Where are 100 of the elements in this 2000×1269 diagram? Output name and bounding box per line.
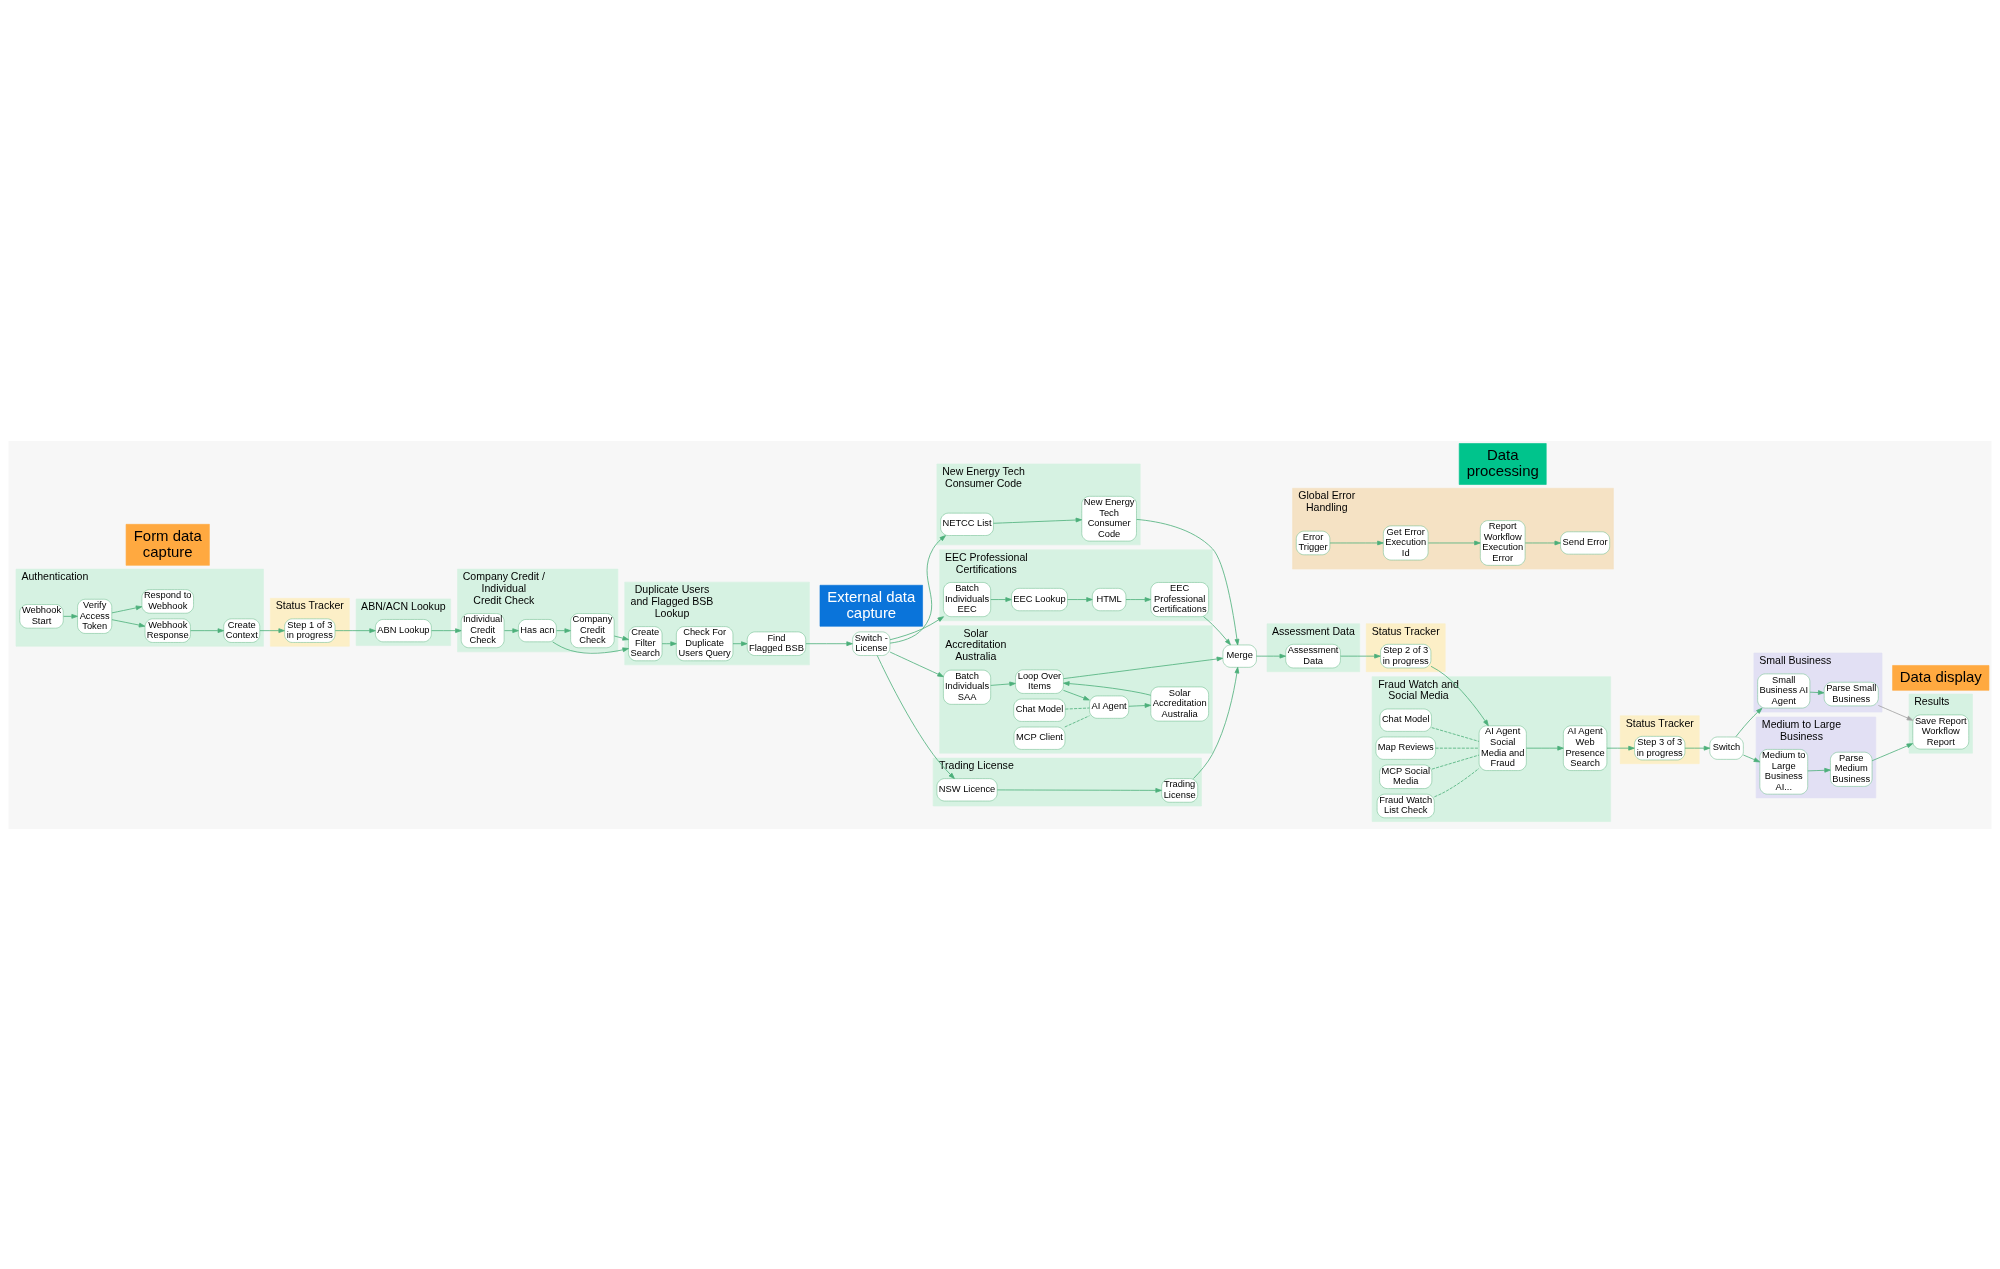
arrow	[661, 640, 677, 646]
node-box: Small Business AI Agent	[1757, 673, 1811, 708]
node-box: Webhook Response	[144, 618, 191, 643]
arrow	[556, 627, 571, 633]
arrow	[889, 615, 944, 640]
node-box: New Energy Tech Consumer Code	[1081, 495, 1137, 541]
node-box: Merge	[1222, 644, 1257, 668]
node-box: Fraud Watch List Check	[1376, 793, 1435, 818]
node-box: Save Report Workflow Report	[1912, 714, 1970, 749]
arrow	[990, 681, 1016, 686]
arrow	[1606, 745, 1635, 751]
node-box: EEC Professional Certifications	[1150, 581, 1209, 617]
arrow	[1063, 680, 1152, 696]
node-box: Step 1 of 3 in progress	[284, 618, 336, 643]
arrow	[876, 654, 955, 779]
arrow	[1427, 540, 1481, 545]
arrow	[990, 596, 1012, 602]
connector	[1434, 767, 1480, 797]
connector	[1431, 726, 1480, 742]
arrow	[1329, 540, 1384, 545]
connector	[1431, 754, 1480, 769]
node-box: Step 2 of 3 in progress	[1380, 643, 1432, 668]
node-box: Send Error	[1560, 530, 1610, 554]
arrow	[1807, 767, 1831, 773]
node-box: Has acn	[518, 618, 557, 642]
connector	[1064, 707, 1090, 709]
node-box: Individual Credit Check	[460, 612, 505, 648]
node-box: AI Agent	[1089, 695, 1129, 719]
node-box: Webhook Start	[19, 603, 64, 628]
arrow	[190, 627, 225, 633]
node-box: Chat Model	[1013, 698, 1066, 722]
node-box: Parse Medium Business	[1830, 751, 1873, 787]
arrow	[889, 534, 946, 644]
arrow	[1524, 540, 1561, 545]
node-box: Trading License	[1161, 777, 1199, 803]
arrow	[63, 613, 78, 619]
node-box: Company Credit Check	[570, 612, 615, 648]
node-box: Create Context	[223, 618, 261, 643]
node-box: MCP Client	[1013, 726, 1066, 750]
node-box: Switch	[1709, 736, 1744, 760]
arrow	[1063, 689, 1090, 700]
arrow	[1430, 665, 1489, 726]
node-box: Data display	[1892, 664, 1990, 691]
arrow	[1684, 745, 1711, 751]
node-box: Loop Over Items	[1015, 669, 1064, 694]
node-box: Form data capture	[125, 523, 210, 566]
arrow	[1877, 704, 1914, 721]
arrow	[1063, 656, 1224, 679]
arrow	[504, 627, 519, 633]
node-box: Batch Individuals EEC	[943, 581, 991, 617]
node-box: Create Filter Search	[628, 625, 663, 661]
node-box: Assessment Data	[1285, 643, 1341, 668]
connector	[1435, 747, 1480, 749]
node-box: Parse Small Business	[1823, 681, 1879, 706]
node-box: NSW Licence	[936, 777, 998, 801]
node-box: Medium to Large Business AI...	[1759, 748, 1808, 794]
node-box: MCP Social Media	[1379, 764, 1433, 789]
node-box: Error Trigger	[1296, 530, 1331, 555]
node-box: Report Workflow Execution Error	[1480, 519, 1526, 566]
arrow	[889, 651, 944, 677]
node-box: Chat Model	[1379, 708, 1432, 732]
node-box: AI Agent Web Presence Search	[1563, 724, 1608, 771]
connector	[1064, 714, 1090, 727]
node-box: EEC Lookup	[1011, 587, 1068, 611]
node-box: Find Flagged BSB	[746, 631, 806, 656]
arrow	[1735, 707, 1763, 737]
node-box: HTML	[1092, 587, 1127, 611]
node-box: Respond to Webhook	[141, 588, 194, 614]
arrow	[259, 627, 285, 633]
node-box: ABN Lookup	[375, 618, 432, 642]
arrow	[1871, 742, 1914, 761]
arrow	[1136, 518, 1240, 645]
node-box: Step 3 of 3 in progress	[1634, 735, 1686, 760]
arrow	[1340, 653, 1381, 658]
node-box: AI Agent Social Media and Fraud	[1478, 724, 1527, 771]
node-box: Switch - License	[852, 631, 891, 656]
node-box: NETCC List	[940, 512, 994, 536]
arrow	[1128, 702, 1152, 708]
node-box: Get Error Execution Id	[1383, 525, 1429, 560]
arrow	[805, 640, 853, 646]
arrow	[1125, 596, 1152, 602]
node-box: Batch Individuals SAA	[943, 669, 991, 705]
arrow	[1525, 745, 1564, 751]
arrow	[111, 618, 146, 627]
arrow	[732, 640, 748, 646]
node-box: Map Reviews	[1375, 736, 1436, 760]
arrow	[996, 787, 1162, 793]
arrow	[431, 627, 462, 633]
node-box: Verify Access Token	[77, 598, 113, 634]
arrow	[111, 605, 143, 613]
node-box: Data processing	[1458, 442, 1547, 485]
arrow	[1809, 689, 1825, 695]
arrow	[993, 517, 1083, 524]
arrow	[1742, 754, 1761, 762]
arrow	[1203, 615, 1231, 645]
arrow	[613, 635, 629, 641]
node-box: Check For Duplicate Users Query	[676, 625, 734, 661]
arrow	[552, 641, 629, 654]
arrow	[1193, 666, 1240, 779]
arrow	[1256, 653, 1286, 658]
